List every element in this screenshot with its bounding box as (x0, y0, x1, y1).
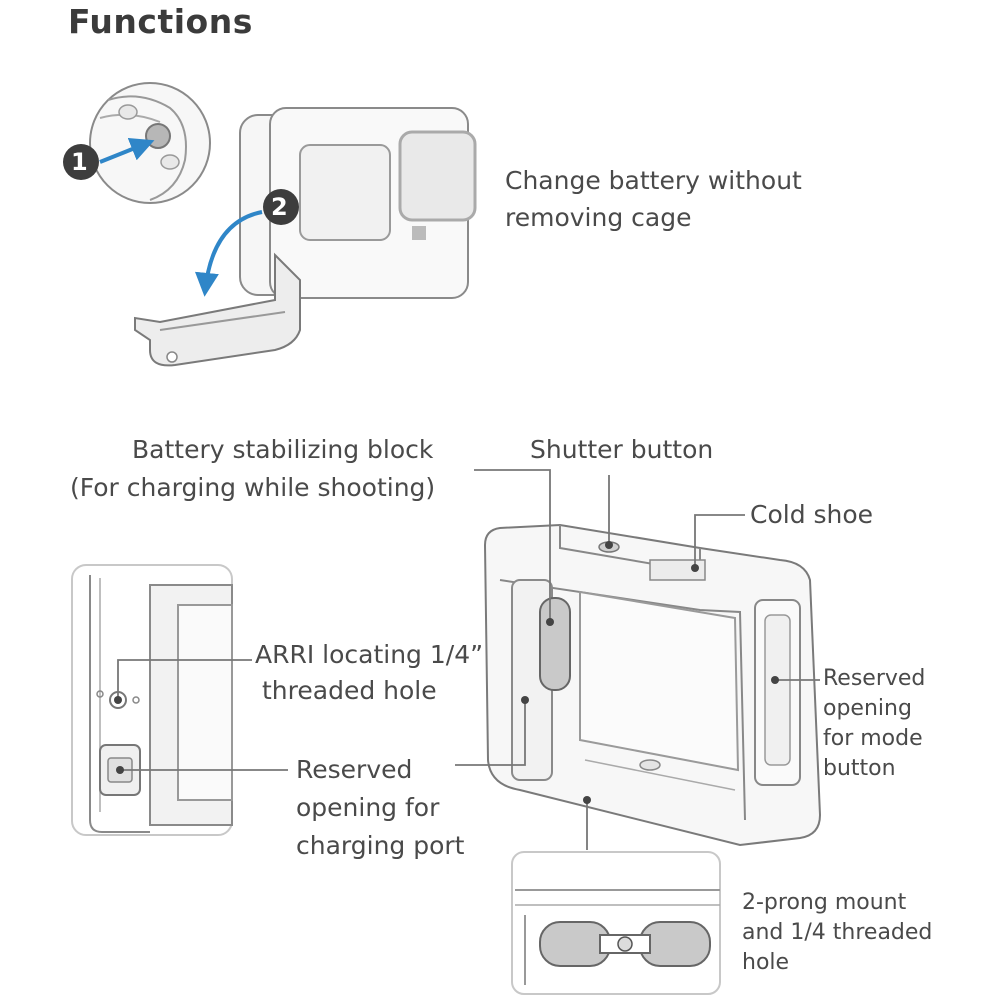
arri-hole-label-line2: threaded hole (262, 676, 437, 705)
cage-perspective-illustration (483, 523, 822, 847)
step-1-arrow (99, 137, 155, 164)
mount-label-line1: 2-prong mount (742, 890, 907, 915)
cold-shoe-label: Cold shoe (750, 500, 874, 529)
arri-hole-label-line1: ARRI locating 1/4” (255, 640, 484, 669)
charging-port-label-line2: opening for (296, 793, 440, 822)
change-battery-text-line2: removing cage (505, 203, 692, 232)
step-2-number: 2 (271, 193, 288, 221)
mode-button-label-line1: Reserved (823, 666, 926, 691)
step-1-badge (63, 144, 99, 180)
mode-button-label-line2: opening (823, 696, 912, 721)
step-2-arrow (194, 210, 263, 297)
step-2-badge (263, 189, 299, 225)
battery-block-label-line2: (For charging while shooting) (70, 473, 436, 502)
mode-button-label-line4: button (823, 756, 896, 781)
shutter-button-label: Shutter button (530, 435, 714, 464)
battery-block-label-line1: Battery stabilizing block (132, 435, 434, 464)
page-title: Functions (68, 2, 253, 41)
mount-label-line2: and 1/4 threaded (742, 920, 933, 945)
charging-port-label-line1: Reserved (296, 755, 413, 784)
side-view-panel (71, 564, 233, 836)
change-battery-text-line1: Change battery without (505, 166, 802, 195)
mount-detail-panel (511, 851, 721, 995)
leader-lines (114, 469, 820, 850)
step-1-number: 1 (71, 148, 88, 176)
mount-label-line3: hole (742, 950, 790, 975)
mode-button-label-line3: for mode (823, 726, 923, 751)
charging-port-label-line3: charging port (296, 831, 465, 860)
